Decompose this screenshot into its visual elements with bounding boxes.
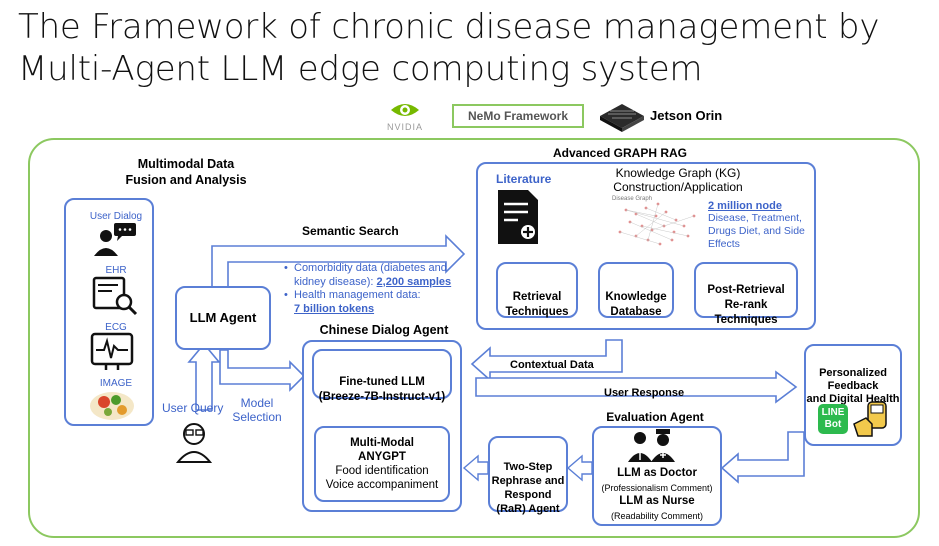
bullet-comorbidity: • Comorbidity data (diabetes and kidney … <box>284 262 452 288</box>
user-dialog-label: User Dialog <box>89 211 143 222</box>
image-label: IMAGE <box>99 378 133 389</box>
user-query-arrow <box>187 342 221 411</box>
model-selection-label: Model Selection <box>232 396 282 424</box>
semantic-search-arrow <box>211 234 466 291</box>
contextual-data-label: Contextual Data <box>510 359 594 371</box>
dialog-agent-title: Chinese Dialog Agent <box>319 323 449 337</box>
contextual-data-arrow <box>470 339 623 382</box>
literature-label: Literature <box>496 172 552 186</box>
model-selection-arrow <box>219 349 306 392</box>
ecg-label: ECG <box>105 322 127 333</box>
nurse-icon <box>651 429 675 462</box>
evaluation-to-rar-arrow <box>566 454 593 482</box>
jetson-device-icon <box>596 94 648 134</box>
retrieval-techniques-box: Retrieval Techniques <box>496 262 578 318</box>
line-bot-icon: LINE Bot <box>818 404 848 434</box>
evaluation-panel <box>592 426 722 526</box>
user-response-label: User Response <box>604 387 685 399</box>
nurse-note: (Readability Comment) <box>610 511 704 521</box>
framework-frame <box>28 138 920 538</box>
nvidia-eye-icon <box>391 104 419 116</box>
kg-small-label: Disease Graph <box>612 196 653 202</box>
doctor-icon <box>628 432 652 462</box>
bullet-health-management: • Health management data: 7 billion toke… <box>284 289 421 315</box>
ehr-label: EHR <box>105 265 127 276</box>
semantic-search-label: Semantic Search <box>302 224 399 238</box>
doctor-note: (Professionalism Comment) <box>601 483 713 493</box>
multimodal-title: Multimodal Data Fusion and Analysis <box>125 157 247 187</box>
personalized-feedback-box: Personalized Feedback and Digital Health <box>804 344 902 446</box>
rar-to-multimodal-arrow <box>462 454 489 482</box>
nodes-link: 2 million node <box>708 200 782 212</box>
rag-title: Advanced GRAPH RAG <box>552 146 688 160</box>
knowledge-database-box: Knowledge Database <box>598 262 674 318</box>
evaluation-title: Evaluation Agent <box>606 410 704 424</box>
llm-nurse-label: LLM as Nurse <box>619 495 695 507</box>
rar-agent-box: Two-Step Rephrase and Respond (RaR) Agen… <box>488 436 568 515</box>
page-title: The Framework of chronic disease managem… <box>18 7 880 89</box>
personalized-to-evaluation-arrow <box>720 431 805 484</box>
kg-title: Knowledge Graph (KG) Construction/Applic… <box>613 166 743 194</box>
nemo-logo: NeMo Framework <box>452 104 584 128</box>
multimodal-anygpt-box: Multi-Modal ANYGPT Food identification V… <box>314 426 450 502</box>
user-response-arrow <box>475 370 798 404</box>
llm-doctor-label: LLM as Doctor <box>617 467 697 479</box>
data-bullets: • Comorbidity data (diabetes and kidney … <box>284 262 484 316</box>
user-query-label: User Query <box>162 401 224 415</box>
nvidia-logo: NVIDIA <box>375 96 437 136</box>
nodes-description: Disease, Treatment, Drugs Diet, and Side… <box>708 212 805 250</box>
finetuned-llm-box: Fine-tuned LLM (Breeze-7B-Instruct-v1) <box>312 349 452 403</box>
llm-agent-box: LLM Agent <box>175 286 271 350</box>
jetson-label: Jetson Orin <box>650 108 723 123</box>
rerank-techniques-box: Post-Retrieval Re-rank Techniques <box>694 262 798 326</box>
